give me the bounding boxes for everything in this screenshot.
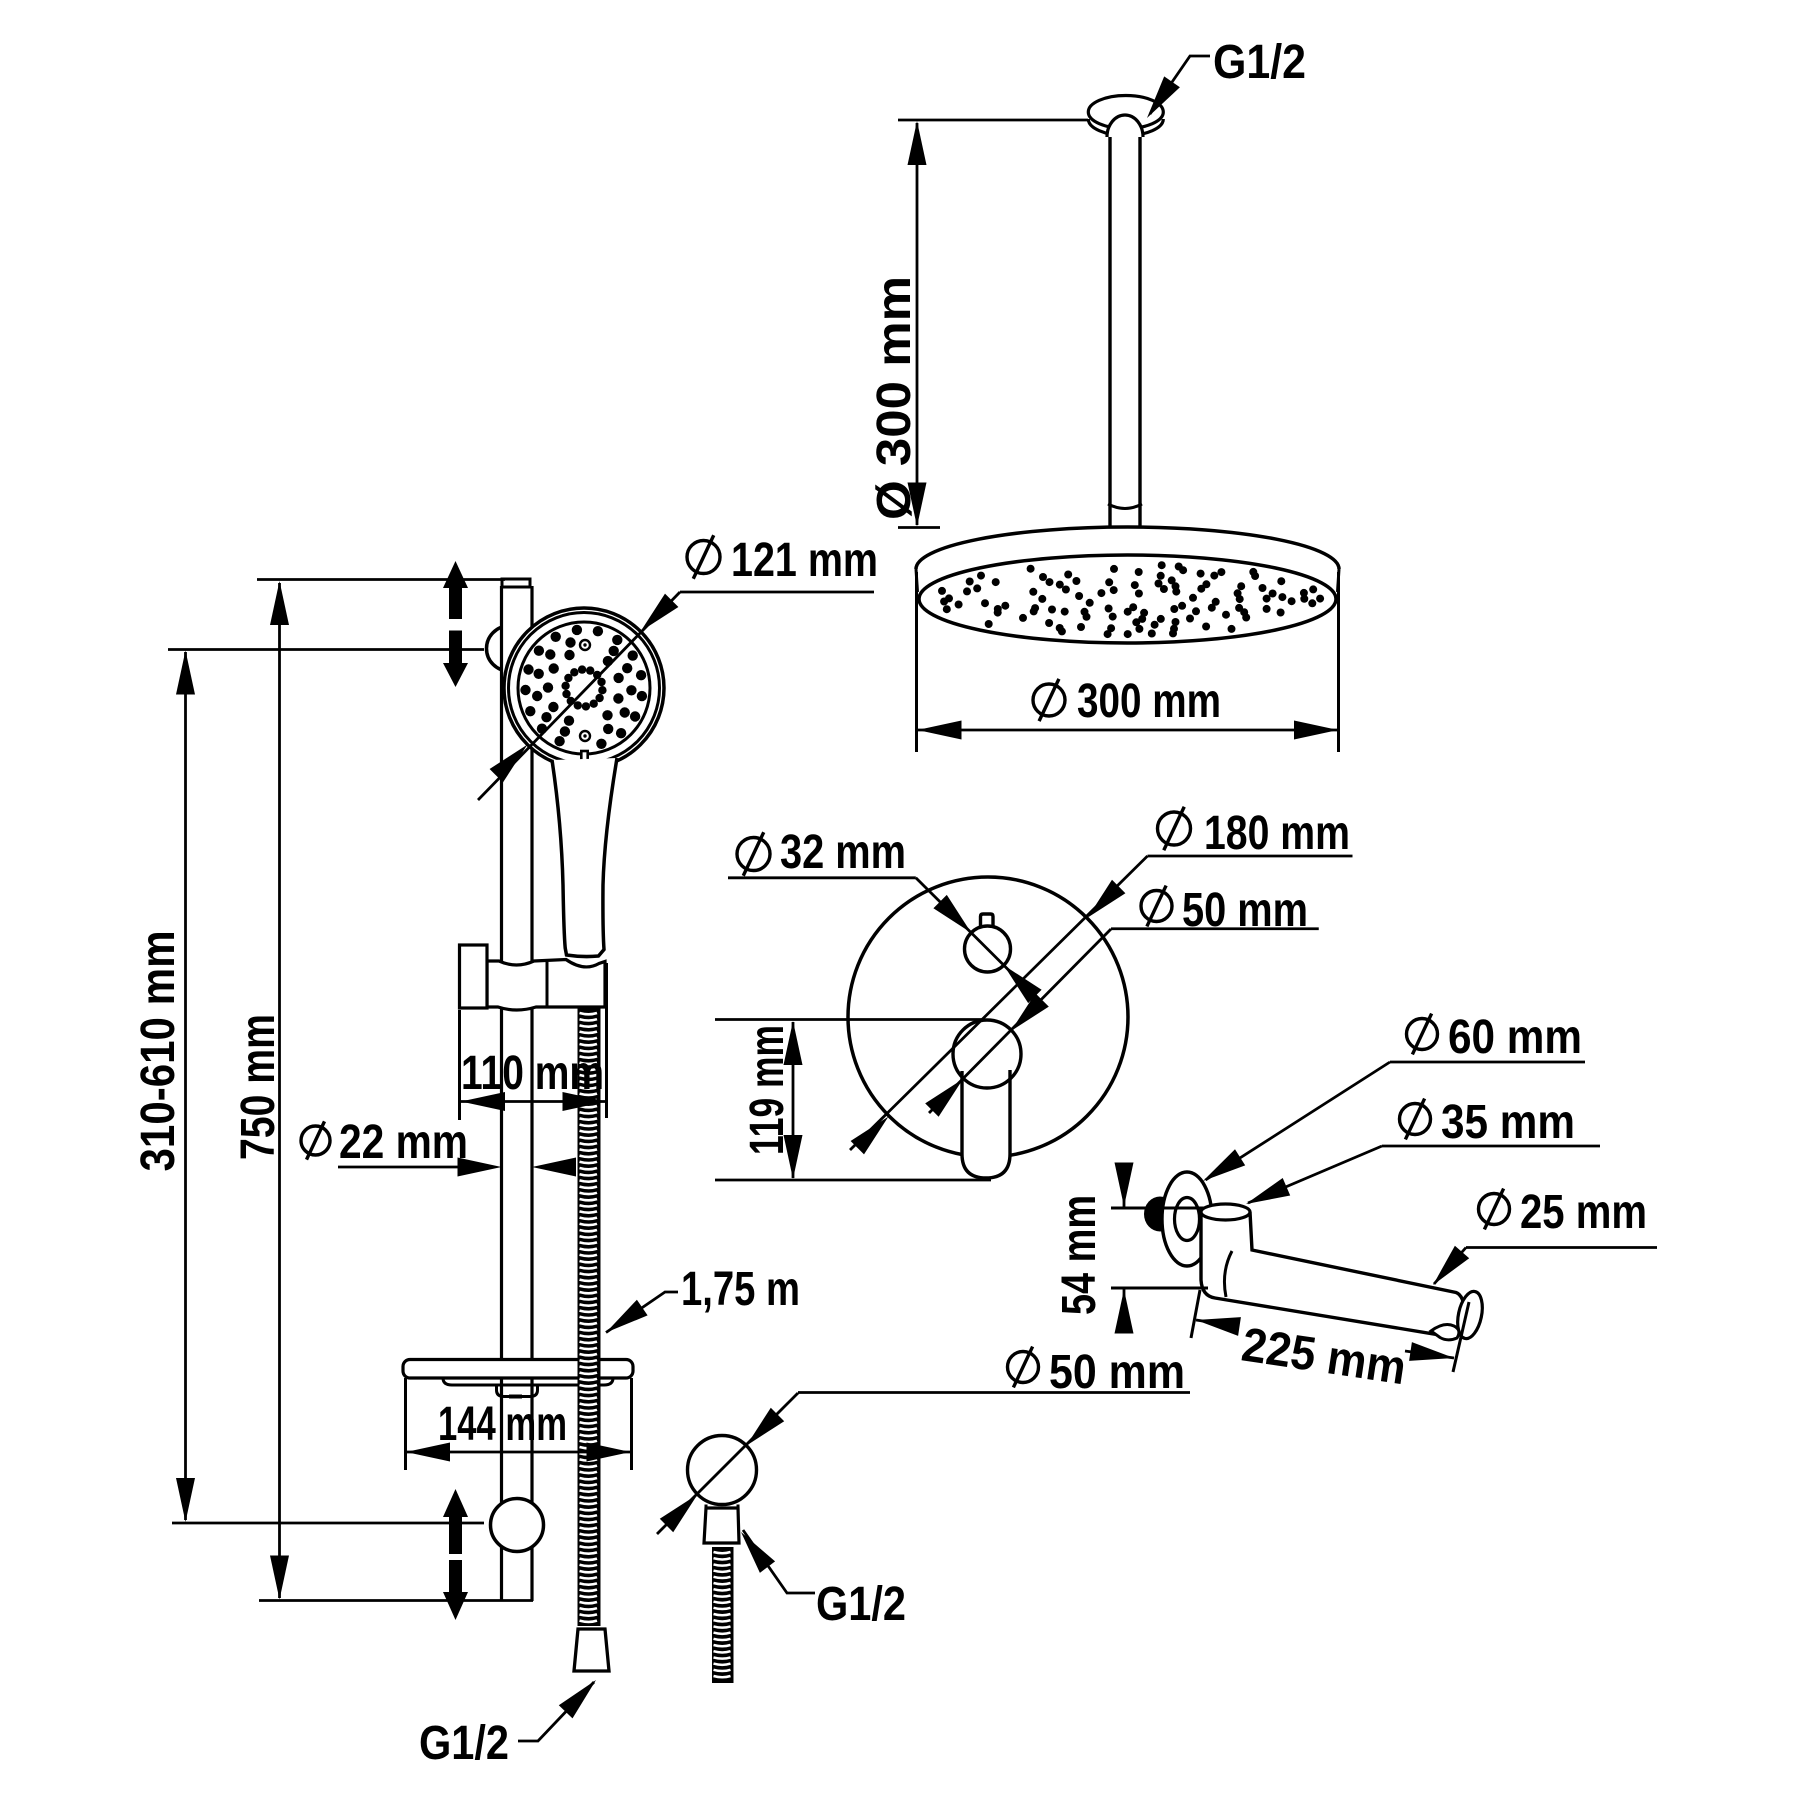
svg-text:25 mm: 25 mm: [1520, 1186, 1647, 1239]
svg-text:310-610 mm: 310-610 mm: [132, 931, 185, 1172]
svg-text:121 mm: 121 mm: [731, 534, 878, 587]
svg-text:1,75 m: 1,75 m: [681, 1263, 800, 1316]
svg-text:144 mm: 144 mm: [438, 1398, 567, 1451]
svg-text:54 mm: 54 mm: [1053, 1195, 1106, 1315]
svg-text:180 mm: 180 mm: [1204, 807, 1350, 860]
svg-text:110 mm: 110 mm: [461, 1047, 604, 1100]
svg-text:G1/2: G1/2: [816, 1578, 906, 1631]
svg-text:G1/2: G1/2: [1213, 36, 1306, 89]
svg-text:50 mm: 50 mm: [1049, 1346, 1185, 1399]
svg-text:119 mm: 119 mm: [741, 1025, 794, 1155]
svg-text:32 mm: 32 mm: [780, 826, 906, 879]
svg-text:G1/2: G1/2: [419, 1717, 509, 1770]
svg-text:22 mm: 22 mm: [339, 1116, 468, 1169]
svg-text:60 mm: 60 mm: [1448, 1011, 1582, 1064]
svg-text:Ø 300 mm: Ø 300 mm: [868, 276, 921, 520]
svg-text:750 mm: 750 mm: [232, 1014, 285, 1160]
svg-text:35 mm: 35 mm: [1441, 1096, 1575, 1149]
svg-text:300 mm: 300 mm: [1077, 675, 1221, 728]
svg-text:50 mm: 50 mm: [1182, 884, 1308, 937]
